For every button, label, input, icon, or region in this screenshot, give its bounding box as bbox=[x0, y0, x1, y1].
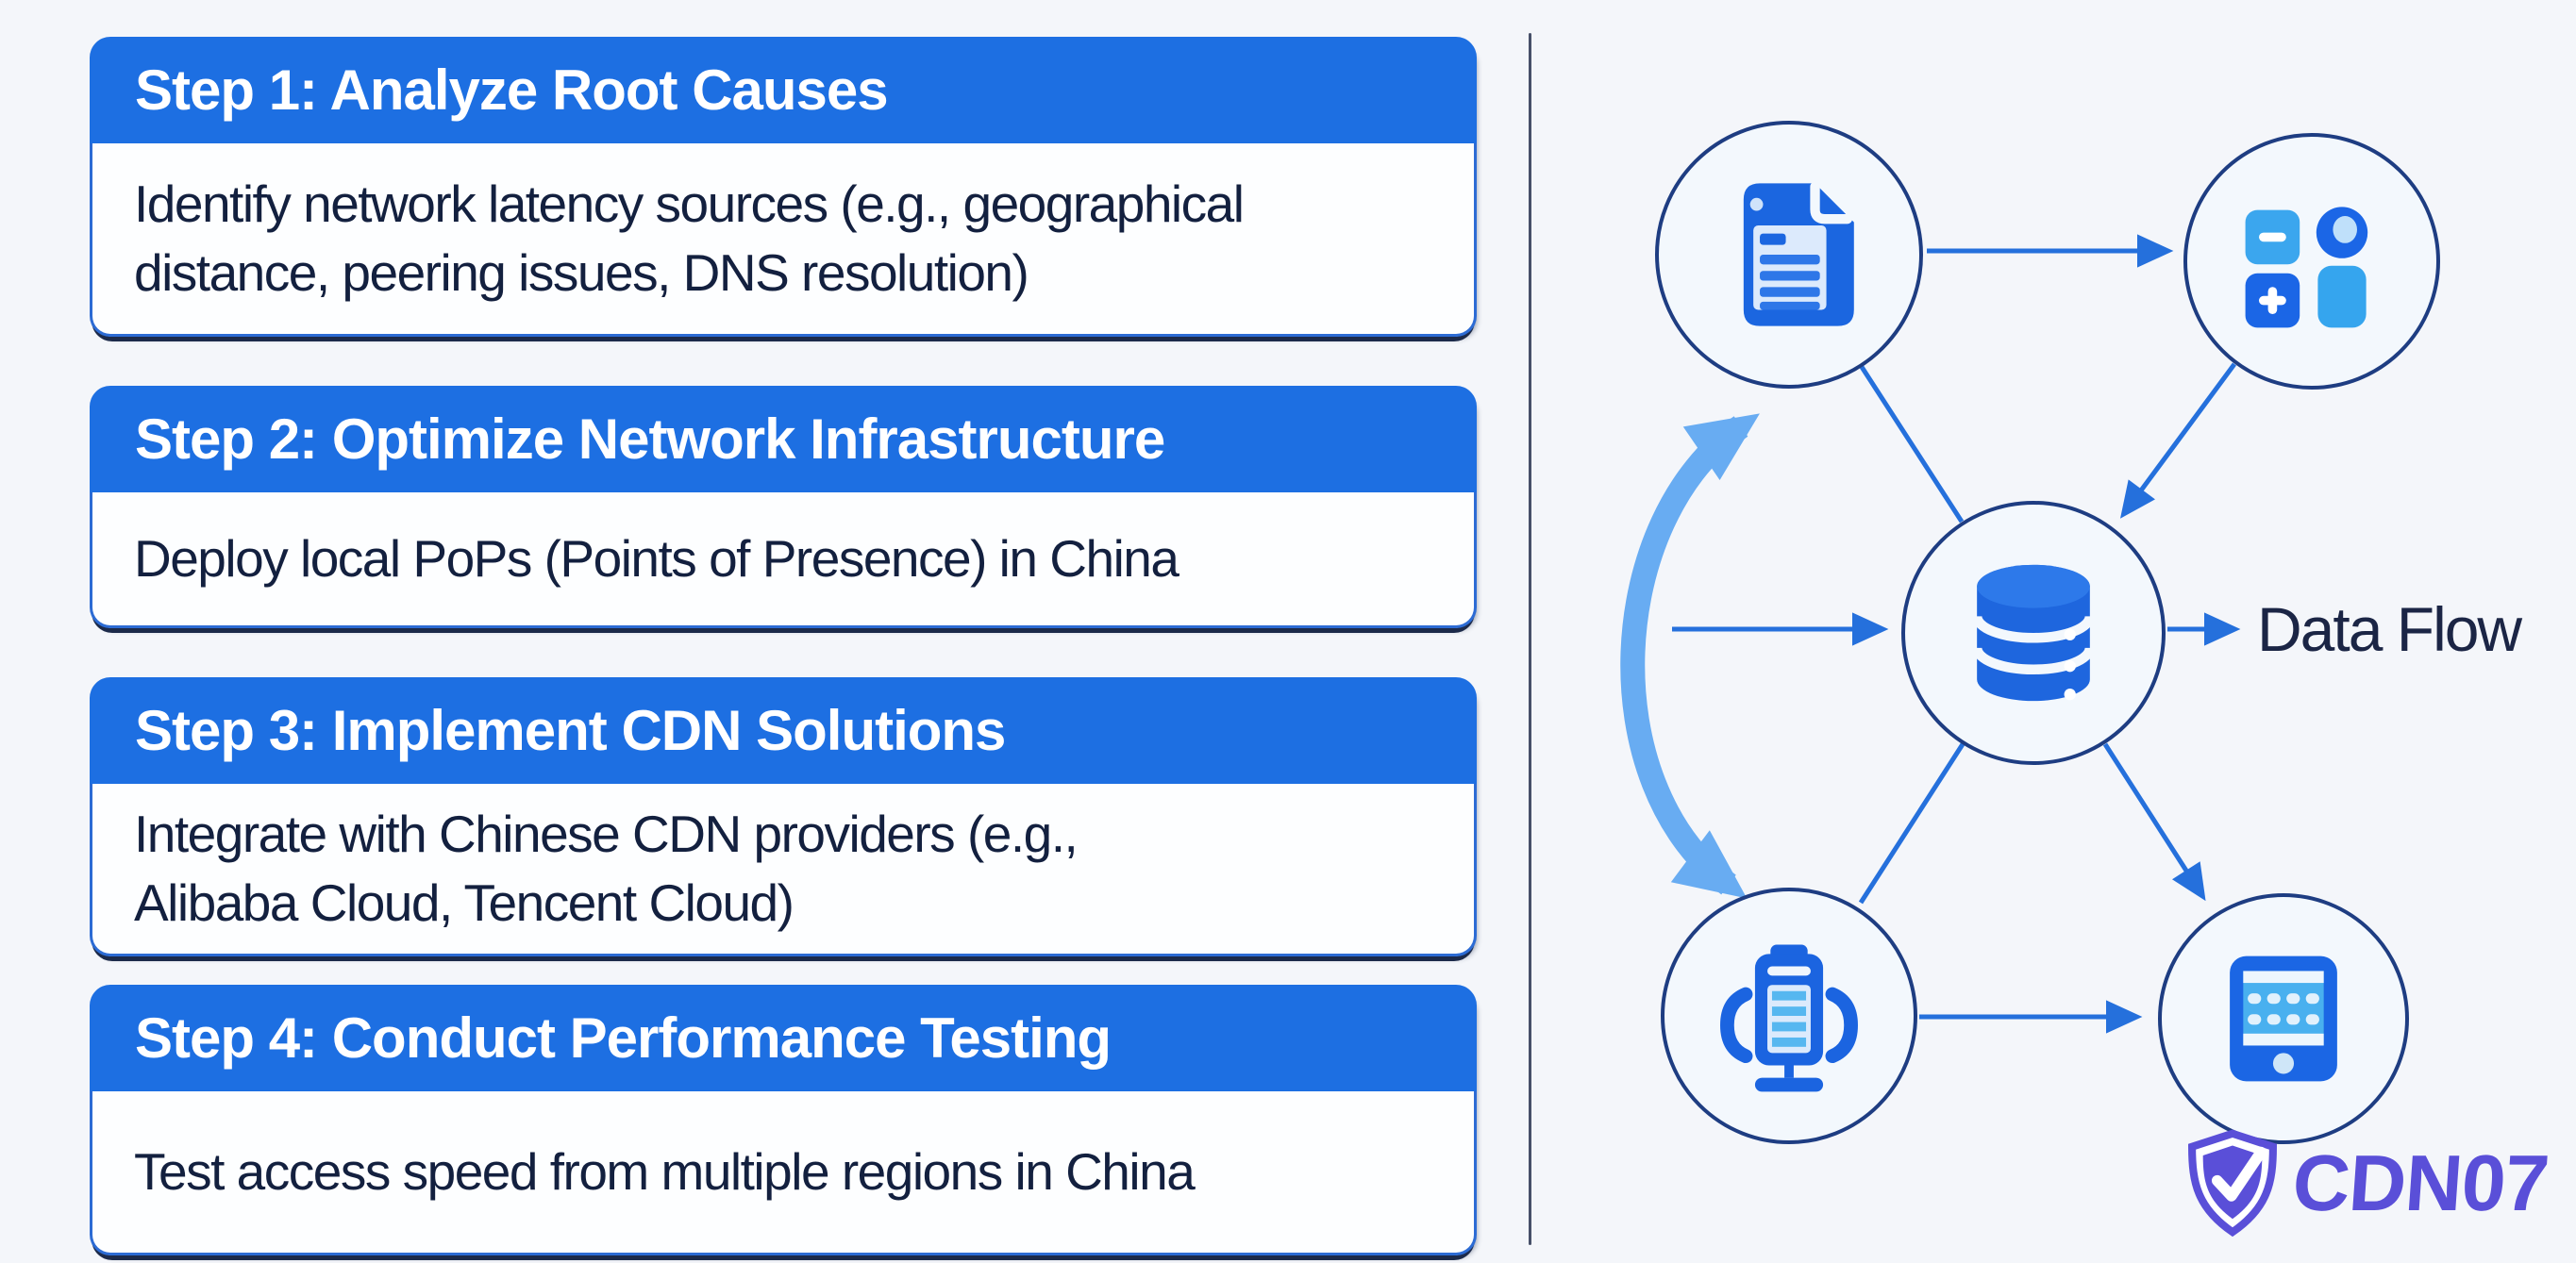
node-device bbox=[2158, 893, 2409, 1144]
step-3-header: Step 3: Implement CDN Solutions bbox=[90, 677, 1477, 784]
step-2-header: Step 2: Optimize Network Infrastructure bbox=[90, 386, 1477, 492]
server-icon bbox=[1720, 944, 1858, 1092]
shield-check-icon bbox=[2188, 1129, 2277, 1238]
step-2-title: Step 2: Optimize Network Infrastructure bbox=[135, 407, 1165, 471]
step-1-description: Identify network latency sources (e.g., … bbox=[90, 143, 1477, 337]
vertical-divider bbox=[1529, 33, 1531, 1245]
step-1-title: Step 1: Analyze Root Causes bbox=[135, 58, 889, 122]
cycle-arrow bbox=[1620, 413, 1760, 899]
step-4-description: Test access speed from multiple regions … bbox=[90, 1091, 1477, 1255]
step-3-title: Step 3: Implement CDN Solutions bbox=[135, 699, 1006, 762]
node-document bbox=[1655, 121, 1923, 389]
step-1-header: Step 1: Analyze Root Causes bbox=[90, 37, 1477, 143]
step-card-4: Step 4: Conduct Performance Testing Test… bbox=[90, 985, 1477, 1255]
step-4-header: Step 4: Conduct Performance Testing bbox=[90, 985, 1477, 1091]
step-4-title: Step 4: Conduct Performance Testing bbox=[135, 1006, 1112, 1070]
step-card-1: Step 1: Analyze Root Causes Identify net… bbox=[90, 37, 1477, 337]
node-components bbox=[2183, 133, 2440, 390]
edge-database-server bbox=[1858, 742, 1965, 905]
brand-logo: CDN07 bbox=[2178, 1128, 2551, 1238]
brand-logo-text: CDN07 bbox=[2289, 1138, 2551, 1227]
document-icon bbox=[1743, 181, 1854, 326]
edge-document-database bbox=[1859, 365, 1965, 523]
database-icon bbox=[1971, 564, 2096, 702]
device-icon bbox=[2230, 956, 2337, 1082]
edge-components-database bbox=[2120, 362, 2237, 519]
node-database bbox=[1901, 501, 2166, 765]
components-icon bbox=[2245, 207, 2368, 328]
step-card-3: Step 3: Implement CDN Solutions Integrat… bbox=[90, 677, 1477, 956]
step-2-description: Deploy local PoPs (Points of Presence) i… bbox=[90, 492, 1477, 628]
step-3-description: Integrate with Chinese CDN providers (e.… bbox=[90, 784, 1477, 956]
data-flow-label: Data Flow bbox=[2257, 594, 2522, 664]
node-server bbox=[1661, 888, 1917, 1144]
step-card-2: Step 2: Optimize Network Infrastructure … bbox=[90, 386, 1477, 628]
edge-database-device bbox=[2102, 742, 2206, 902]
